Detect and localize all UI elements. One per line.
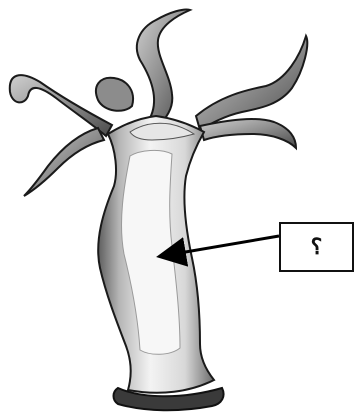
tentacle-upper-middle <box>137 9 190 124</box>
head-bud <box>96 78 133 111</box>
tentacle-right <box>196 36 307 130</box>
question-mark-label: ؟ <box>311 236 323 258</box>
question-label-box: ؟ <box>279 222 354 272</box>
tentacle-lower-right <box>200 119 296 148</box>
tentacle-lower-left <box>24 128 104 196</box>
